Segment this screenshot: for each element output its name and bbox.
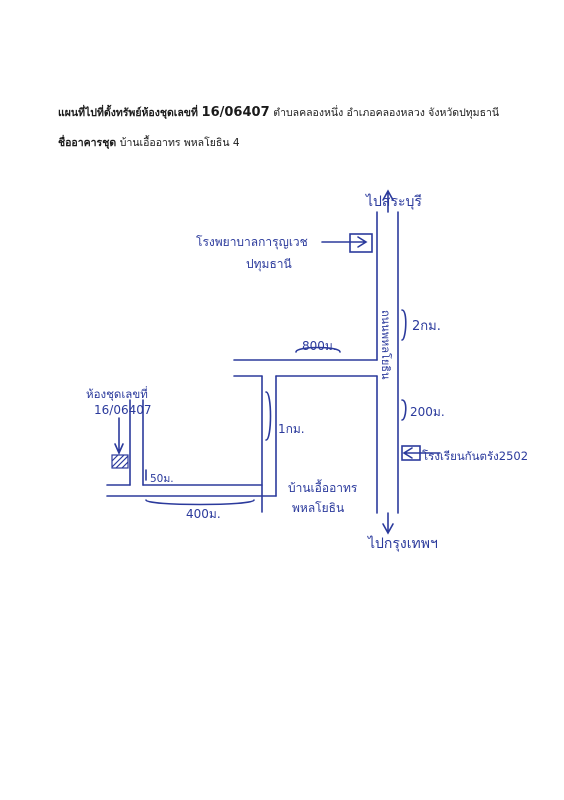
map-title: แผนที่ไปที่ตั้งทรัพย์ห้องชุดเลขที่ 16/06… — [58, 104, 499, 121]
label-distance-50m: 50ม. — [150, 473, 174, 485]
label-distance-1km: 1กม. — [278, 422, 305, 436]
label-distance-400m: 400ม. — [186, 507, 221, 521]
building-prefix: ชื่ออาคารชุด — [58, 137, 117, 149]
building-name: บ้านเอื้ออาทร พหลโยธิน 4 — [119, 137, 240, 149]
label-distance-200m: 200ม. — [410, 405, 445, 419]
bracket-200m — [401, 399, 407, 421]
label-hospital-line1: โรงพยาบาลการุญเวช — [196, 235, 308, 250]
label-unit-line2: 16/06407 — [94, 403, 152, 417]
building-line: ชื่ออาคารชุด บ้านเอื้ออาทร พหลโยธิน 4 — [58, 134, 240, 151]
school-arrow — [402, 447, 441, 459]
label-road-name: ถนนพหลโยธิน — [379, 310, 393, 380]
arrow-down-south — [382, 512, 394, 535]
label-distance-800m: 800ม. — [302, 339, 337, 353]
bracket-1km — [265, 391, 272, 441]
unit-marker-box — [111, 454, 129, 469]
label-to-saraburi: ไปสระบุรี — [365, 193, 422, 210]
bracket-800m — [295, 346, 341, 353]
title-location: ตำบลคลองหนึ่ง อำเภอคลองหลวง จังหวัดปทุมธ… — [273, 107, 500, 119]
label-distance-2km: 2กม. — [412, 319, 441, 334]
bracket-2km — [401, 309, 407, 341]
label-school: โรงเรียนกันตรัง2502 — [422, 449, 528, 463]
bracket-400m — [145, 499, 255, 506]
label-project-line1: บ้านเอื้ออาทร — [288, 479, 358, 495]
hospital-marker — [349, 233, 373, 253]
label-project-line2: พหลโยธิน — [292, 501, 344, 515]
title-unit-number: 16/06407 — [201, 105, 270, 120]
hospital-arrow — [321, 236, 368, 248]
title-prefix: แผนที่ไปที่ตั้งทรัพย์ห้องชุดเลขที่ — [58, 107, 198, 119]
label-unit-line1: ห้องชุดเลขที่ — [86, 386, 148, 401]
arrow-up-north — [382, 189, 394, 213]
unit-arrow — [114, 417, 124, 455]
label-hospital-line2: ปทุมธานี — [246, 257, 292, 272]
label-to-bangkok: ไปกรุงเทพฯ — [367, 535, 438, 552]
